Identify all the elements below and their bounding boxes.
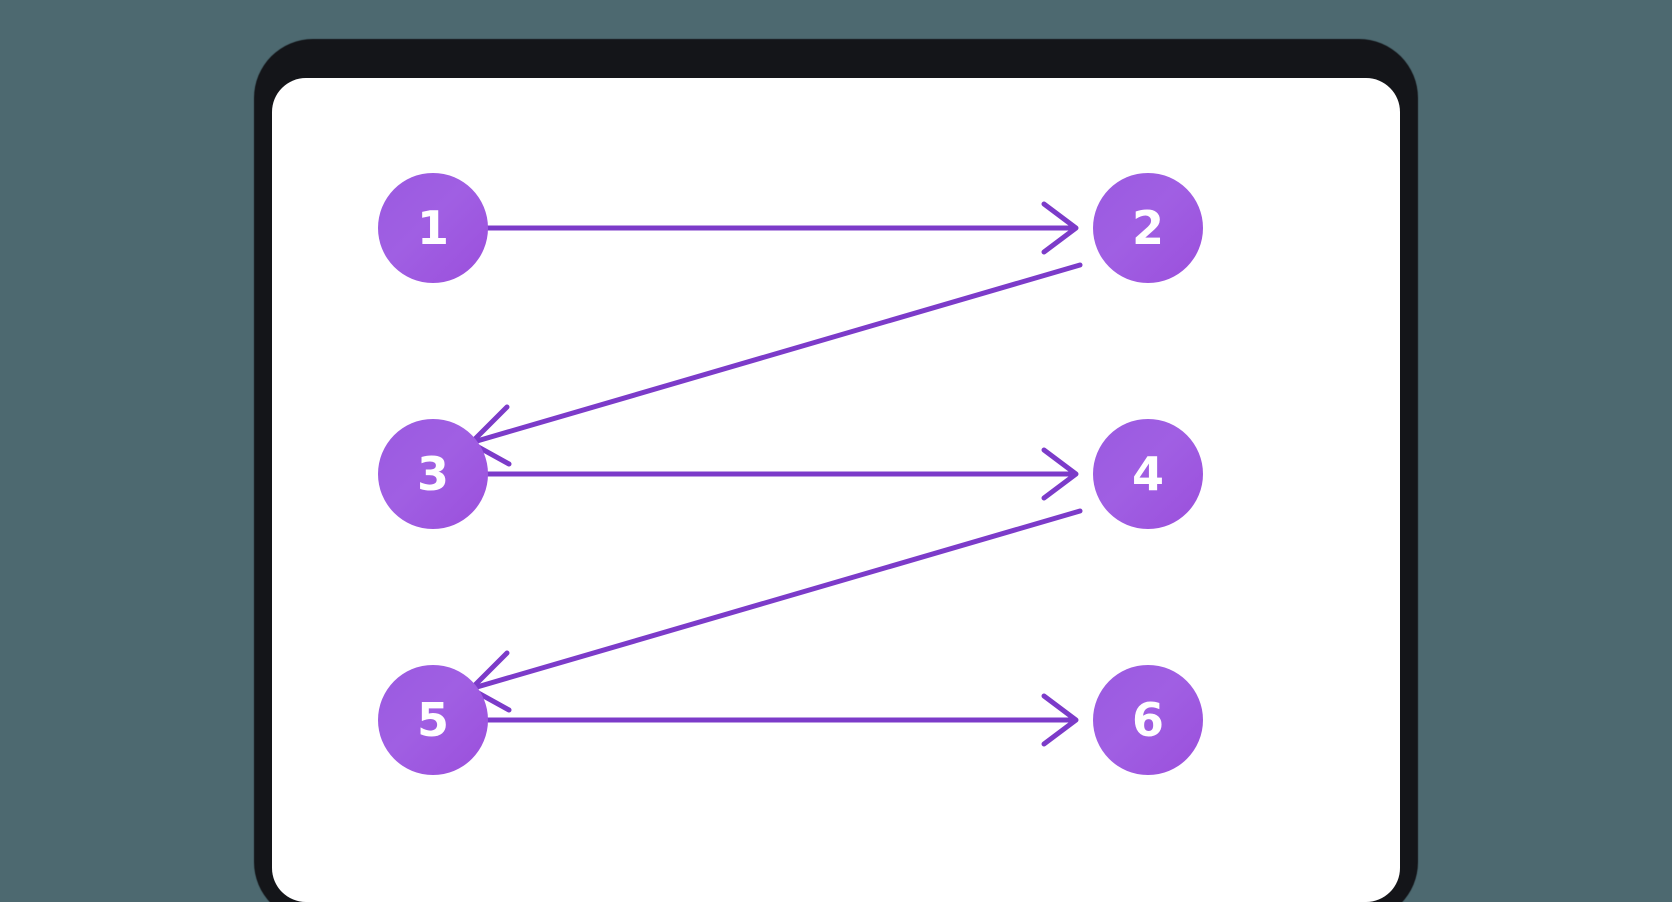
graph-node-2-label: 2 <box>1131 201 1164 255</box>
edge-line <box>474 262 1083 444</box>
graph-node-5-label: 5 <box>416 693 449 747</box>
graph-node-1-label: 1 <box>416 201 449 255</box>
edge-layer <box>468 201 1083 747</box>
edge-line <box>474 508 1083 690</box>
device-frame: 1 2 3 4 5 6 <box>246 31 1426 902</box>
graph-node-6-label: 6 <box>1131 693 1164 747</box>
edge-4-to-5 <box>468 508 1083 713</box>
graph-node-3-label: 3 <box>416 447 449 501</box>
arrowhead-icon <box>1041 447 1079 501</box>
graph-node-4[interactable]: 4 <box>1093 419 1203 529</box>
device-screen: 1 2 3 4 5 6 <box>272 78 1400 902</box>
graph-node-1[interactable]: 1 <box>378 173 488 283</box>
edge-3-to-4 <box>469 447 1079 501</box>
edge-1-to-2 <box>469 201 1079 255</box>
graph-node-6[interactable]: 6 <box>1093 665 1203 775</box>
arrowhead-icon <box>1041 693 1079 747</box>
edge-5-to-6 <box>469 693 1079 747</box>
graph-node-3[interactable]: 3 <box>378 419 488 529</box>
graph-diagram: 1 2 3 4 5 6 <box>272 78 1400 902</box>
arrowhead-icon <box>1041 201 1079 255</box>
edge-2-to-3 <box>468 262 1083 467</box>
graph-node-4-label: 4 <box>1131 447 1164 501</box>
graph-node-2[interactable]: 2 <box>1093 173 1203 283</box>
graph-node-5[interactable]: 5 <box>378 665 488 775</box>
